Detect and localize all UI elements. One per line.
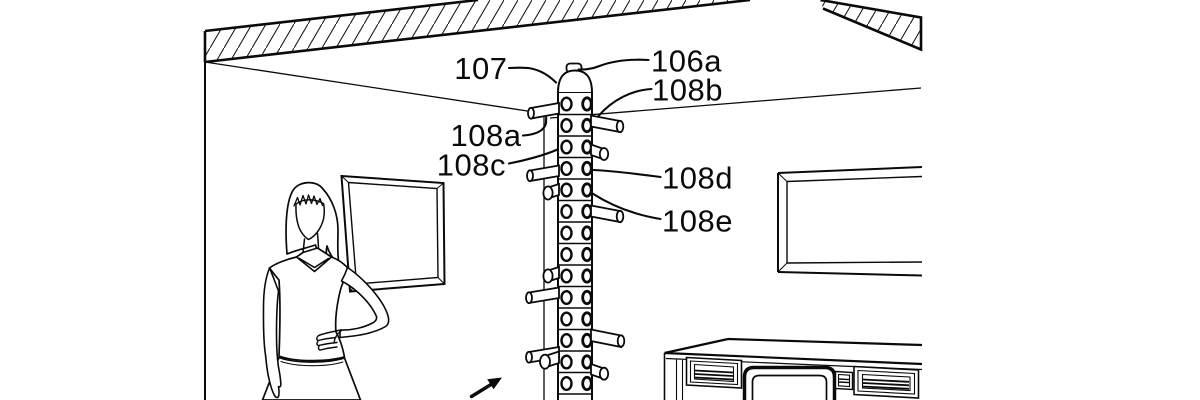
far-wall-ceiling-line [549,87,922,119]
cabinet-right-drawer [853,365,920,399]
peg-right-1 [590,114,625,134]
pole-body [558,93,592,400]
cabinet-small-panel [834,370,854,391]
person-blouse [268,247,349,362]
leader-108c [507,148,559,165]
ref-label-107: 107 [454,51,507,86]
leader-108d [592,168,662,179]
peg-left-1 [527,101,560,120]
person-skirt [261,356,362,400]
person-right-arm [339,266,390,339]
pole-dome-cap [556,69,594,94]
ref-label-108c: 108c [437,148,506,183]
room-walls [204,61,922,400]
person-left-arm [262,267,282,399]
picture-frame [340,174,446,293]
ref-label-108d: 108d [662,161,733,196]
ref-label-108b: 108b [652,73,723,108]
window-frame [777,166,923,277]
leader-108e [591,192,662,221]
ref-label-108a: 108a [451,118,522,153]
peg-right-2 [590,143,610,161]
person-neck [302,232,320,254]
ref-label-106a: 106a [651,44,722,79]
leader-108a [521,116,548,137]
pole-holes [560,96,593,392]
reference-labels: 107 106a 108b 108a 108c 108d 108e [437,44,733,239]
cabinet-left-drawer [685,356,743,389]
peg-left-4 [542,265,560,284]
pole-segment-lines [558,113,592,395]
person-blouse-hem [280,360,344,367]
left-wall-ceiling-line [204,61,535,113]
person-hand-on-hip [316,329,342,351]
person-vneck-collar [295,256,333,273]
cabinet [663,337,923,400]
leader-107 [507,66,558,84]
pegged-pole [525,62,626,400]
peg-right-5 [590,362,610,381]
peg-left-2 [526,164,560,183]
leader-108b [596,87,653,118]
peg-left-5 [525,286,560,305]
peg-right-4 [590,328,626,349]
leader-lines [507,58,662,221]
ceiling-hatch-band [203,0,923,64]
leader-106a [577,58,650,71]
direction-arrow-icon [469,377,502,399]
peg-right-3 [590,204,625,224]
person-bangs [293,194,324,207]
person-figure [261,181,390,400]
peg-left-7 [539,350,560,370]
pole-pegs [525,101,626,381]
cabinet-appliance-door [742,365,837,400]
peg-left-3 [542,182,560,201]
ref-label-108e: 108e [662,204,733,239]
